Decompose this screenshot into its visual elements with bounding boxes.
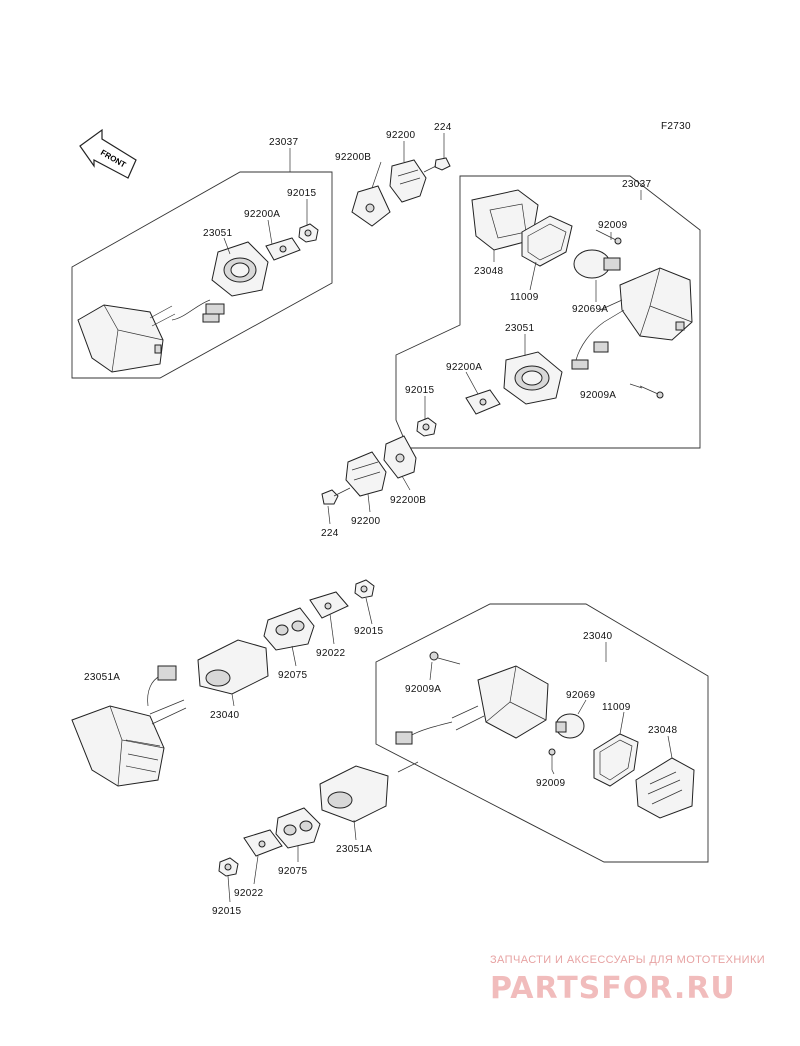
part-label: 224	[434, 122, 452, 133]
part-label: 224	[321, 528, 339, 539]
watermark-brand: PARTSFOR.RU	[490, 971, 736, 1006]
part-label: 23051A	[84, 672, 120, 683]
part-label: 92069A	[572, 304, 608, 315]
washer-92022-left	[309, 591, 349, 619]
nut-92015-right	[416, 417, 437, 437]
part-label: 92009A	[405, 684, 441, 695]
part-label: 92200A	[244, 209, 280, 220]
part-label: 92200B	[335, 152, 371, 163]
part-label: 92009	[598, 220, 627, 231]
lamp-base-23051A-left	[197, 639, 269, 695]
part-label: 23040	[583, 631, 612, 642]
figure-code: F2730	[661, 121, 691, 132]
screw-92009A-right	[639, 385, 664, 399]
bracket-92200B-middle	[383, 435, 417, 479]
part-label: 92015	[212, 906, 241, 917]
part-label: 23048	[648, 725, 677, 736]
part-label: 23048	[474, 266, 503, 277]
bracket-92200B-top	[351, 185, 391, 227]
part-label: 92022	[316, 648, 345, 659]
bulb-92069A-right	[573, 249, 621, 279]
part-label: 23051	[203, 228, 232, 239]
part-labels: 23037 92200 224 92200B 92015 92200A 2305…	[84, 122, 677, 917]
gasket-11009-right	[521, 215, 573, 267]
part-label: 23040	[210, 710, 239, 721]
washer-92022-lower	[243, 829, 283, 857]
part-label: 92009	[536, 778, 565, 789]
part-label: 92075	[278, 670, 307, 681]
part-label: 23051A	[336, 844, 372, 855]
leader-lines	[223, 133, 673, 903]
turn-signal-lamp-left	[77, 299, 225, 373]
part-label: 92015	[405, 385, 434, 396]
washer-92200A-left	[265, 237, 301, 261]
turn-signal-lamp-right	[571, 267, 693, 370]
part-label: 23037	[622, 179, 651, 190]
screw-92009-lower	[548, 748, 556, 770]
part-label: 92200	[386, 130, 415, 141]
grommet-92075-lower	[275, 807, 321, 849]
part-label: 92075	[278, 866, 307, 877]
part-label: 92069	[566, 690, 595, 701]
part-label: 92200B	[390, 495, 426, 506]
lamp-base-23051-left	[211, 241, 269, 297]
lamp-base-23051A-lower	[319, 765, 389, 823]
watermark-tagline: ЗАПЧАСТИ И АКСЕССУАРЫ ДЛЯ МОТОТЕХНИКИ	[490, 954, 765, 966]
lens-23048-lower	[635, 757, 695, 819]
bolt-224-top	[423, 157, 451, 173]
nut-92015-lower-left	[354, 579, 375, 599]
bolt-224-middle	[321, 487, 351, 505]
part-label: 11009	[510, 292, 539, 303]
frame-top-left	[71, 171, 333, 379]
turn-signal-lamp-23040-left	[71, 665, 187, 787]
washer-92200A-right	[465, 389, 501, 415]
nut-92015-lower	[218, 857, 239, 877]
bracket-92200-middle	[345, 451, 387, 497]
part-label: 92015	[287, 188, 316, 199]
front-direction-arrow: FRONT	[79, 128, 137, 179]
part-label: 92009A	[580, 390, 616, 401]
part-label: 92200	[351, 516, 380, 527]
part-label: 23037	[269, 137, 298, 148]
part-label: 11009	[602, 702, 631, 713]
bulb-92069-lower	[555, 713, 585, 739]
screw-92009A-lower	[429, 651, 461, 665]
bracket-92200-top	[389, 159, 427, 203]
screw-92009-right	[595, 229, 622, 245]
nut-92015-left	[298, 223, 319, 243]
lamp-base-23051-right	[503, 351, 563, 405]
part-label: 92015	[354, 626, 383, 637]
watermark: ЗАПЧАСТИ И АКСЕССУАРЫ ДЛЯ МОТОТЕХНИКИ PA…	[490, 954, 765, 1006]
turn-signal-lamp-23040-right	[395, 665, 549, 745]
grommet-92075-left	[263, 607, 315, 651]
part-label: 92200A	[446, 362, 482, 373]
part-label: 23051	[505, 323, 534, 334]
gasket-11009-lower	[593, 733, 639, 787]
part-label: 92022	[234, 888, 263, 899]
